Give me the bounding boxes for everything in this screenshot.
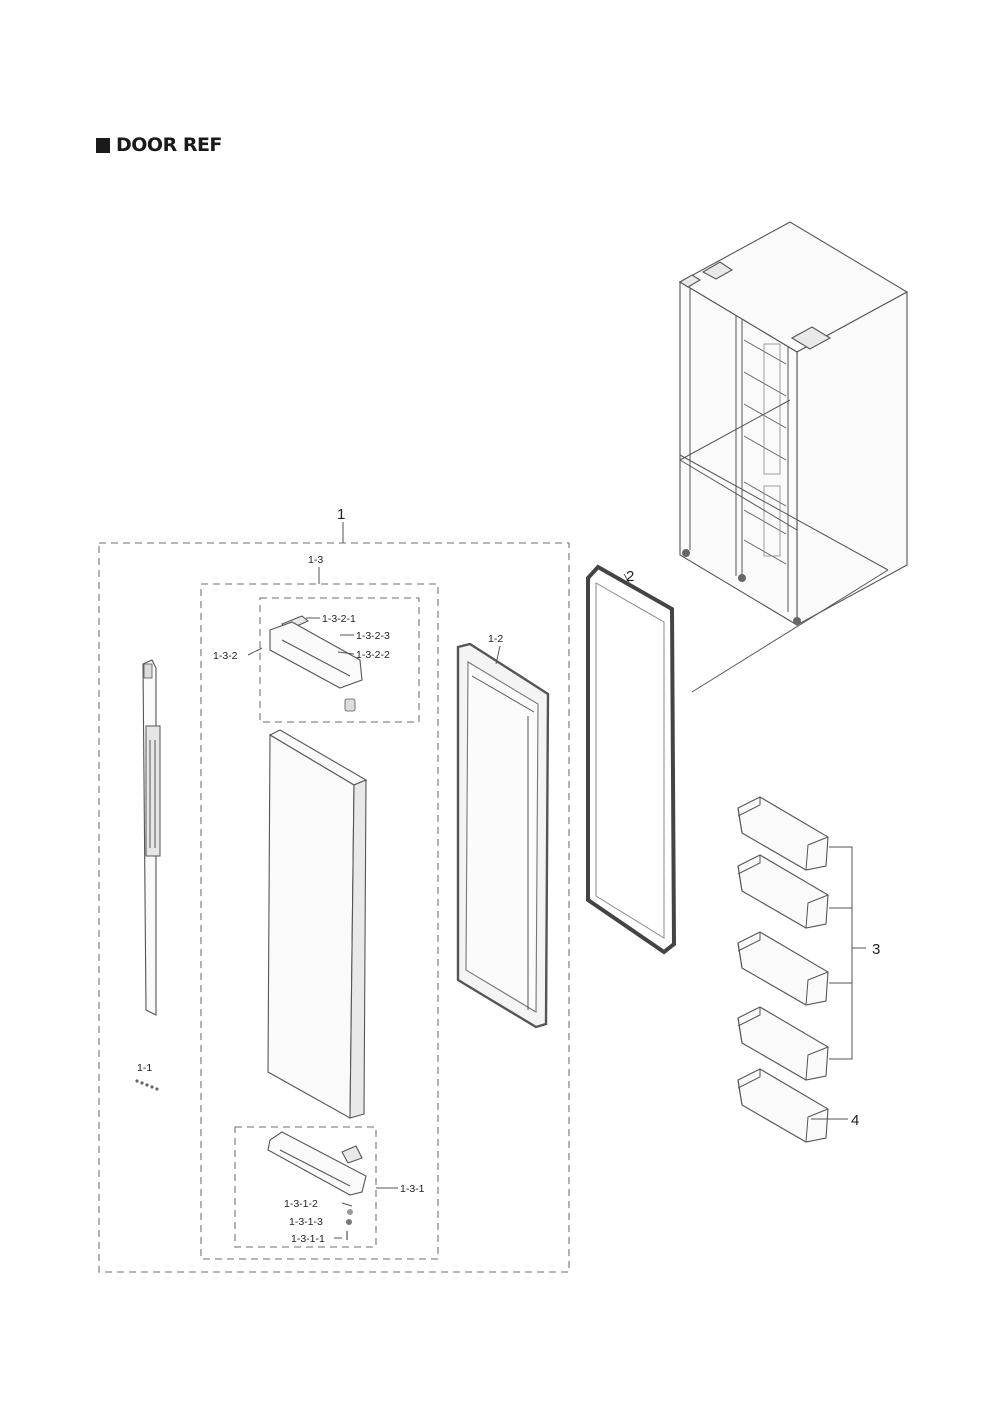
refrigerator-cabinet-illustration (678, 221, 909, 693)
section-header: DOOR REF (96, 134, 222, 156)
part-1-3-2-top-cap (269, 615, 363, 712)
assembly-1-3-1-boundary (234, 1126, 377, 1248)
part-1-1-screws (135, 1079, 159, 1091)
door-bin (737, 796, 829, 871)
label-1-3-2-2: 1-3-2-2 (356, 649, 390, 661)
assembly-1-boundary (98, 542, 570, 1273)
part-2-door-gasket (586, 564, 677, 955)
label-1-1: 1-1 (137, 1062, 152, 1074)
label-3: 3 (872, 941, 880, 958)
label-4: 4 (851, 1112, 859, 1129)
label-1-3-2: 1-3-2 (213, 650, 238, 662)
label-2: 2 (626, 568, 634, 585)
label-1-3-1-1: 1-3-1-1 (291, 1233, 325, 1245)
label-1-3-1-3: 1-3-1-3 (289, 1216, 323, 1228)
section-title: DOOR REF (116, 134, 222, 156)
part-3-bracket-line (829, 846, 853, 1060)
label-1: 1 (337, 506, 345, 523)
part-1-2-inner-door-liner (456, 642, 550, 1029)
door-bin (737, 931, 829, 1006)
label-1-3-1: 1-3-1 (400, 1183, 425, 1195)
part-3-door-bins (737, 796, 829, 1081)
label-1-2: 1-2 (488, 633, 503, 645)
label-1-3-1-2: 1-3-1-2 (284, 1198, 318, 1210)
door-bin (737, 854, 829, 929)
label-1-3: 1-3 (308, 554, 323, 566)
header-square-icon (96, 137, 110, 153)
label-1-3-2-1: 1-3-2-1 (322, 613, 356, 625)
leader-lines (247, 522, 848, 1239)
door-bin (737, 1006, 829, 1081)
callout-labels: 1 1-3 2 1-2 1-3-2-1 1-3-2-3 1-3-2-2 1-3-… (137, 506, 880, 1245)
label-1-3-2-3: 1-3-2-3 (356, 630, 390, 642)
part-1-3-1-bottom-cap (267, 1131, 367, 1240)
part-1-1-handle-strip (142, 659, 161, 1016)
assembly-1-3-2-boundary (259, 597, 420, 723)
part-1-3-door-panel (267, 729, 368, 1119)
part-4-door-bin (737, 1068, 829, 1143)
